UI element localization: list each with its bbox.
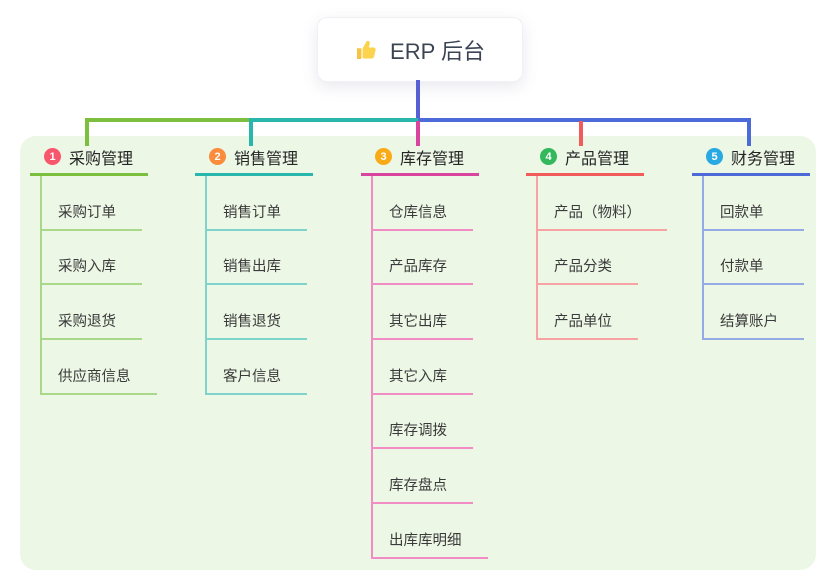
node-supplier-info[interactable]: 供应商信息 (42, 340, 157, 395)
node-purchase-inbound[interactable]: 采购入库 (42, 231, 142, 286)
node-other-outbound[interactable]: 其它出库 (373, 285, 473, 341)
root-label: ERP 后台 (390, 38, 485, 64)
branch-product: 4 产品管理 产品（物料） 产品分类 产品单位 (526, 145, 667, 341)
node-purchase-order[interactable]: 采购订单 (42, 176, 142, 231)
thumbs-up-icon (355, 38, 379, 62)
node-purchase-return[interactable]: 采购退货 (42, 285, 142, 341)
branch-product-title: 产品管理 (565, 150, 630, 168)
node-product-category[interactable]: 产品分类 (538, 231, 638, 286)
badge-5: 5 (706, 148, 723, 165)
node-sales-return[interactable]: 销售退货 (207, 285, 307, 341)
branch-inventory: 3 库存管理 仓库信息 产品库存 其它出库 其它入库 库存调拨 库存盘点 出库库… (361, 145, 488, 559)
connector-horizontal-branch1 (85, 118, 253, 122)
connector-horizontal-branch5 (418, 118, 751, 122)
badge-4: 4 (540, 148, 557, 165)
branch-sales: 2 销售管理 销售订单 销售出库 销售退货 客户信息 (195, 145, 313, 395)
mindmap-canvas (20, 136, 816, 570)
connector-root-vertical (416, 80, 420, 122)
node-sales-order[interactable]: 销售订单 (207, 176, 307, 231)
branch-inventory-title: 库存管理 (400, 150, 465, 168)
node-product-material[interactable]: 产品（物料） (538, 176, 667, 231)
badge-2: 2 (209, 148, 226, 165)
node-receipt-bill[interactable]: 回款单 (704, 176, 804, 231)
connector-horizontal-branch2 (249, 118, 418, 122)
node-customer-info[interactable]: 客户信息 (207, 340, 307, 395)
branch-purchase: 1 采购管理 采购订单 采购入库 采购退货 供应商信息 (30, 145, 157, 395)
node-product-unit[interactable]: 产品单位 (538, 285, 638, 341)
branch-finance: 5 财务管理 回款单 付款单 结算账户 (692, 145, 810, 341)
connector-drop-branch3 (416, 121, 420, 146)
branch-sales-header[interactable]: 2 销售管理 (195, 145, 313, 176)
badge-3: 3 (375, 148, 392, 165)
badge-1: 1 (44, 148, 61, 165)
branch-sales-title: 销售管理 (234, 150, 299, 168)
node-warehouse-info[interactable]: 仓库信息 (373, 176, 473, 231)
node-stock-taking[interactable]: 库存盘点 (373, 449, 473, 505)
branch-purchase-header[interactable]: 1 采购管理 (30, 145, 148, 176)
connector-drop-branch4 (579, 121, 583, 146)
branch-purchase-title: 采购管理 (69, 150, 134, 168)
connector-drop-branch2 (249, 118, 253, 146)
root-node[interactable]: ERP 后台 (317, 17, 523, 82)
connector-drop-branch1 (85, 118, 89, 146)
branch-product-header[interactable]: 4 产品管理 (526, 145, 644, 176)
branch-finance-header[interactable]: 5 财务管理 (692, 145, 810, 176)
node-stock-transfer[interactable]: 库存调拨 (373, 395, 473, 450)
node-payment-bill[interactable]: 付款单 (704, 231, 804, 286)
node-sales-outbound[interactable]: 销售出库 (207, 231, 307, 286)
branch-inventory-header[interactable]: 3 库存管理 (361, 145, 479, 176)
connector-drop-branch5 (747, 118, 751, 146)
node-stock-detail[interactable]: 出库库明细 (373, 504, 488, 559)
node-product-stock[interactable]: 产品库存 (373, 231, 473, 286)
node-other-inbound[interactable]: 其它入库 (373, 340, 473, 395)
branch-finance-title: 财务管理 (731, 150, 796, 168)
node-settlement-account[interactable]: 结算账户 (704, 285, 804, 341)
